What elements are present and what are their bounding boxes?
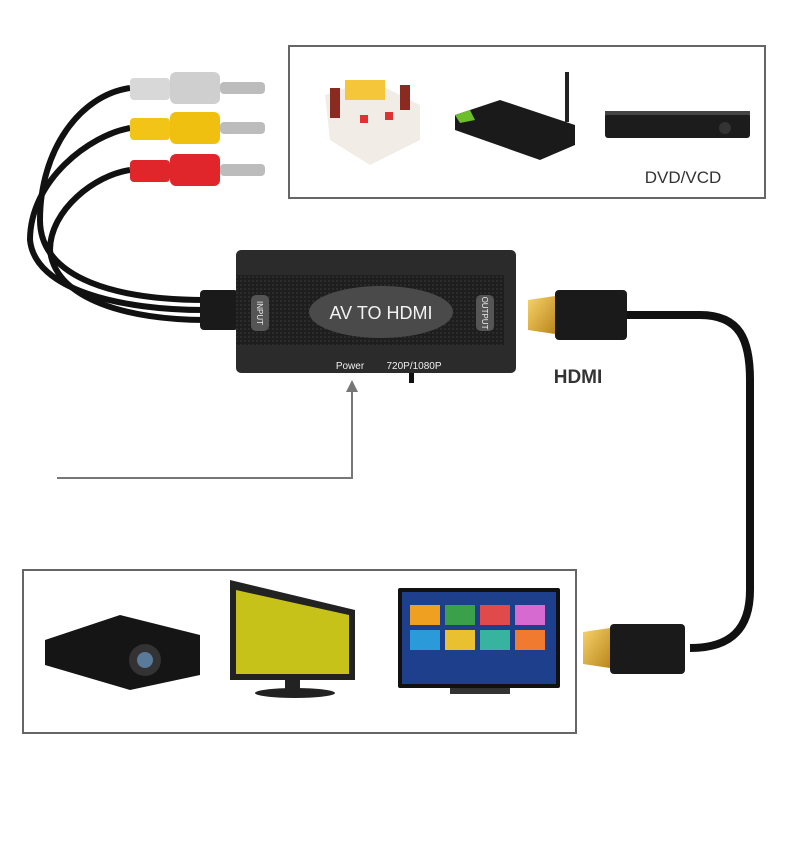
dvd-vcd-label: DVD/VCD	[645, 168, 722, 187]
hdmi-plug-top	[528, 290, 627, 340]
input-port-label: INPUT	[255, 301, 264, 325]
rca-plug-red	[130, 154, 265, 186]
resolution-label: 720P/1080P	[386, 361, 441, 372]
rca-plug-white	[130, 72, 265, 104]
hdmi-cable: HDMI	[528, 290, 754, 674]
power-label: Power	[336, 361, 365, 372]
monitor-image	[230, 580, 355, 698]
rca-cables	[26, 85, 206, 323]
resolution-switch[interactable]	[409, 373, 414, 383]
hdmi-label: HDMI	[554, 367, 603, 388]
set-top-box-image	[455, 72, 575, 160]
cable-strain-relief	[200, 290, 238, 330]
output-port-label: OUTPUT	[480, 297, 489, 330]
converter-title: AV TO HDMI	[329, 303, 432, 323]
television-image	[398, 588, 560, 694]
source-devices-box: DVD/VCD	[288, 45, 766, 199]
converter-box: AV TO HDMI INPUT OUTPUT Power 720P/1080P	[236, 250, 516, 383]
rca-plug-yellow	[130, 112, 265, 144]
power-arrow	[57, 380, 358, 479]
hdmi-plug-bottom	[583, 624, 685, 674]
dvd-player-image	[605, 111, 750, 138]
converter-label-oval	[309, 286, 453, 338]
projector-image	[45, 615, 200, 690]
display-devices-box	[22, 569, 577, 734]
video-game-console-image	[325, 80, 420, 165]
